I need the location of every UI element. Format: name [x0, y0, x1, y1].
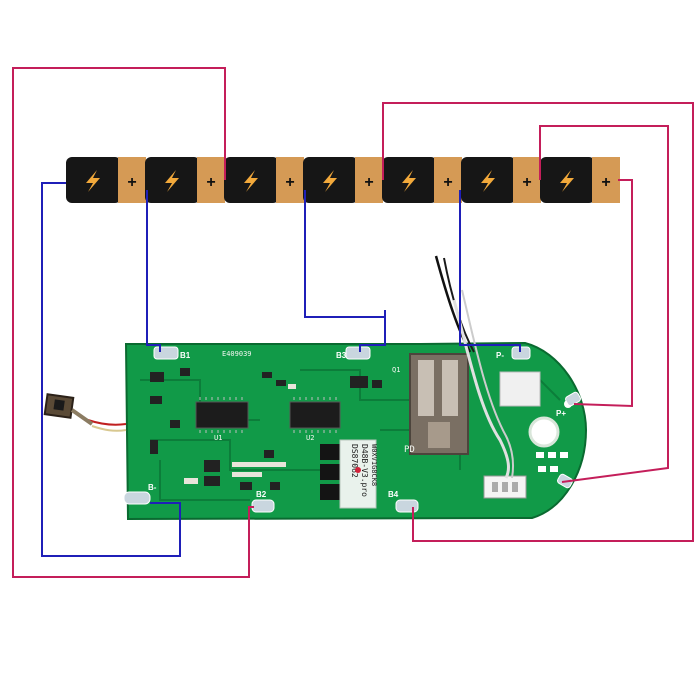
label-pad-p-minus: P- [496, 351, 504, 360]
ic-u2 [289, 401, 341, 429]
label-pad-p-plus: P+ [556, 409, 566, 418]
battery-cell-6: + [461, 157, 541, 203]
cell-terminal [197, 157, 225, 203]
plus-icon: + [206, 174, 215, 191]
ic-pins [199, 397, 337, 433]
positive-wires [12, 67, 694, 578]
plus-icon: + [127, 174, 136, 191]
plus-icon: + [285, 174, 294, 191]
battery-cell-2: + [145, 157, 225, 203]
cell-terminal [118, 157, 146, 203]
label-model-sub: D48B-V3.pro [360, 444, 369, 497]
label-model: DS87062 [350, 444, 359, 478]
battery-cells: + + + + + + [66, 157, 620, 203]
label-pad-b2: B2 [256, 490, 267, 499]
label-pd: PD [404, 445, 415, 455]
lightning-icon [323, 170, 337, 192]
label-serial: W0XV1G8CK8 [370, 444, 378, 486]
thermistor-probe [43, 393, 127, 432]
battery-cell-7: + [540, 157, 620, 203]
label-pad-b-minus: B- [148, 483, 157, 492]
wire-b4 [382, 102, 694, 542]
cell-terminal [276, 157, 304, 203]
label-u1: U1 [214, 434, 222, 442]
ic-u1 [195, 401, 249, 429]
label-pad-b4: B4 [388, 490, 399, 499]
label-q1: Q1 [392, 366, 400, 374]
lightning-icon [86, 170, 100, 192]
wire-b3-to-p-minus [459, 190, 521, 352]
lightning-icon [244, 170, 258, 192]
plus-icon: + [364, 174, 373, 191]
bms-board: U1 U2 [123, 341, 588, 521]
wire-b1 [146, 190, 161, 352]
plus-icon: + [443, 174, 452, 191]
plus-icon: + [522, 174, 531, 191]
plus-icon: + [601, 174, 610, 191]
lightning-icon [165, 170, 179, 192]
right-contact-pads [536, 452, 568, 472]
pad-b4 [395, 499, 419, 513]
label-pad-b1: B1 [180, 351, 191, 360]
cell-terminal [434, 157, 462, 203]
power-terminal-block [409, 353, 469, 455]
lightning-icon [481, 170, 495, 192]
wire-bal [539, 125, 669, 483]
wire-b-minus [41, 182, 181, 557]
cell-terminal [355, 157, 383, 203]
mosfet-array [320, 444, 344, 500]
pad-b2 [251, 499, 275, 513]
label-code-top: E409039 [222, 350, 252, 358]
lightning-icon [560, 170, 574, 192]
negative-wires [41, 182, 521, 557]
battery-cell-3: + [224, 157, 304, 203]
product-label: DS87062 D48B-V3.pro W0XV1G8CK8 [339, 439, 378, 509]
board-mounting-hole [528, 416, 560, 448]
pad-b-minus [123, 491, 151, 505]
pad-b3 [345, 346, 371, 360]
pad-b1 [153, 346, 179, 360]
cell-terminal [592, 157, 620, 203]
cell-terminal [513, 157, 541, 203]
ic-right [499, 371, 541, 407]
wire-b3 [304, 190, 386, 352]
battery-cell-4: + [303, 157, 383, 203]
battery-cell-1: + [66, 157, 146, 203]
wire-b2 [12, 67, 254, 578]
label-u2: U2 [306, 434, 314, 442]
battery-cell-5: + [382, 157, 462, 203]
smd-components [150, 368, 382, 490]
label-pad-b3: B3 [336, 351, 347, 360]
balance-connector [483, 475, 527, 499]
wire-p-plus [573, 179, 633, 408]
lightning-icon [402, 170, 416, 192]
solder-pads [123, 346, 581, 513]
